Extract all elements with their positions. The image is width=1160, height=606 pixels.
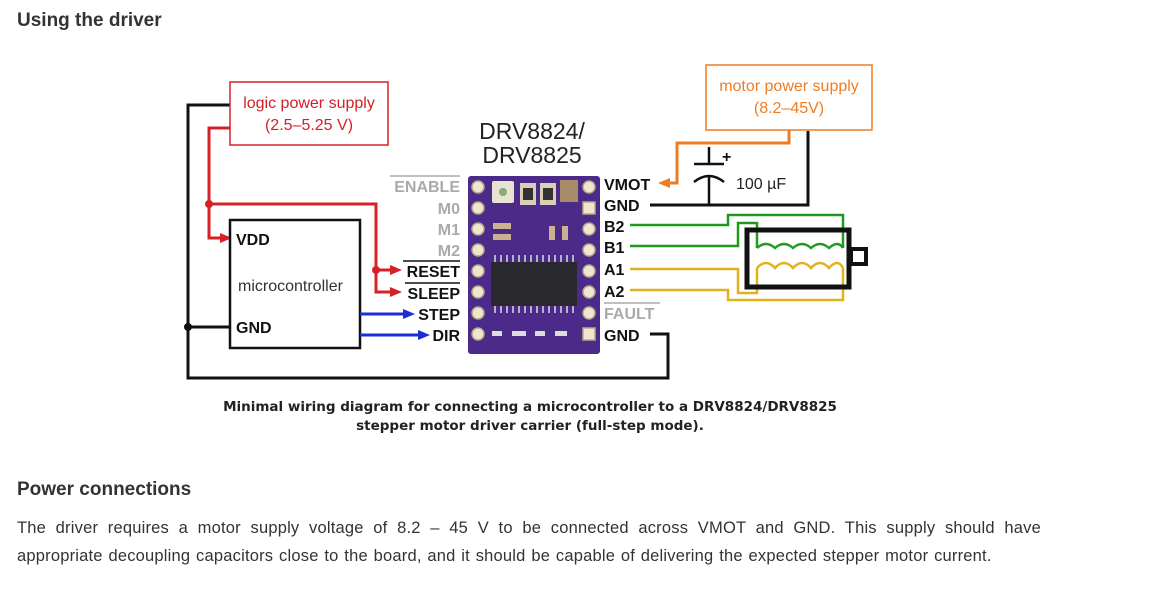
capacitor-polarity: + [722, 149, 731, 166]
driver-ic [491, 262, 577, 306]
stepper-motor [744, 227, 868, 290]
power-section-title: Power connections [17, 479, 192, 500]
logic-supply-label: logic power supply [243, 95, 375, 112]
arrow-icon [418, 330, 430, 340]
pin-sleep: SLEEP [408, 286, 461, 303]
pin-a1: A1 [604, 262, 625, 279]
logic-power-supply: logic power supply (2.5–5.25 V) [229, 81, 389, 146]
chip-title-line1: DRV8824/ [479, 118, 585, 144]
pin-m1: M1 [438, 222, 460, 239]
pin-vmot: VMOT [604, 177, 650, 194]
caption-line2: stepper motor driver carrier (full-step … [356, 418, 704, 434]
microcontroller: VDD microcontroller GND [228, 218, 362, 350]
mcu-gnd-label: GND [236, 320, 272, 337]
pin-gnd-logic: GND [604, 328, 640, 345]
left-pin-labels: ENABLE M0 M1 M2 RESET SLEEP STEP DIR [390, 175, 461, 345]
pin-gnd-motor: GND [604, 198, 640, 215]
ground-junction [184, 323, 192, 331]
section-title: Using the driver [17, 10, 162, 31]
pin-step: STEP [418, 307, 460, 324]
pin-m2: M2 [438, 243, 460, 260]
mcu-label: microcontroller [238, 278, 344, 295]
arrow-icon [390, 287, 402, 297]
pin-b2: B2 [604, 219, 625, 236]
motor-power-supply: motor power supply (8.2–45V) [705, 64, 873, 131]
mcu-vdd-label: VDD [236, 232, 270, 249]
arrow-icon [403, 309, 415, 319]
motor-supply-label: motor power supply [719, 78, 859, 95]
capacitor [693, 147, 725, 205]
motor-power-wire [668, 130, 791, 185]
caption-line1: Minimal wiring diagram for connecting a … [223, 399, 837, 415]
board-pads [471, 180, 596, 341]
ground-wires [186, 103, 810, 380]
coil-a-wires [630, 261, 845, 302]
pin-fault: FAULT [604, 306, 655, 323]
reset-sleep-junction [372, 266, 380, 274]
pin-reset: RESET [407, 264, 461, 281]
logic-supply-voltage: (2.5–5.25 V) [265, 117, 353, 134]
pin-enable: ENABLE [394, 179, 460, 196]
logic-junction [205, 200, 213, 208]
arrow-icon [220, 233, 232, 243]
motor-supply-voltage: (8.2–45V) [754, 100, 824, 117]
right-pin-labels: VMOT GND B2 B1 A1 A2 FAULT GND [604, 177, 660, 345]
motor-ground-wire [650, 131, 810, 207]
pin-a2: A2 [604, 284, 625, 301]
driver-board [468, 176, 600, 354]
pin-dir: DIR [432, 328, 460, 345]
wiring-diagram: logic power supply (2.5–5.25 V) VDD micr… [184, 64, 873, 380]
arrow-icon [658, 178, 670, 188]
pin-m0: M0 [438, 201, 460, 218]
chip-title-line2: DRV8825 [482, 142, 581, 168]
signal-wires [360, 312, 420, 337]
pin-b1: B1 [604, 240, 625, 257]
arrow-icon [390, 265, 402, 275]
capacitor-label: 100 µF [736, 176, 786, 193]
logic-ground-wire [186, 103, 670, 380]
figure-caption: Minimal wiring diagram for connecting a … [180, 398, 880, 436]
power-section-body: The driver requires a motor supply volta… [17, 519, 1041, 565]
